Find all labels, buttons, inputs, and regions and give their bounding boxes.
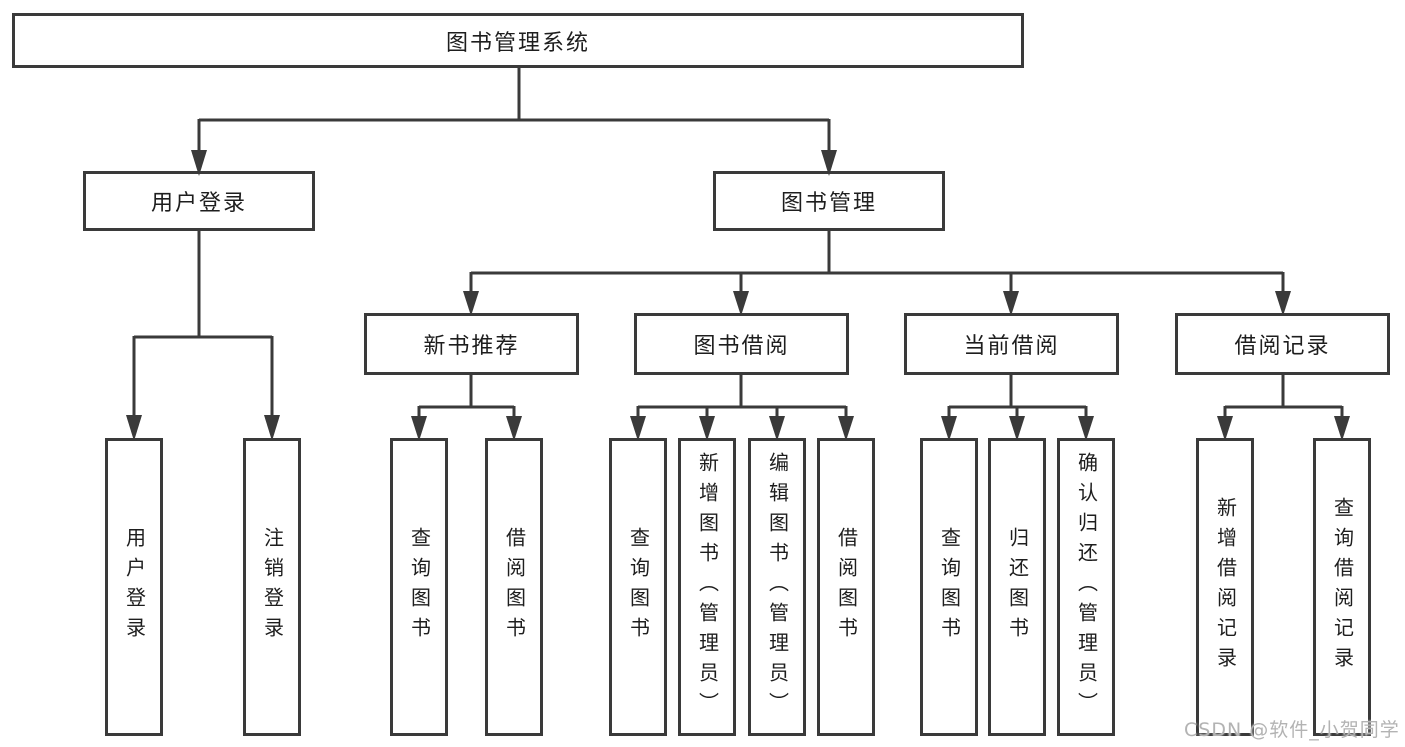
leaf-logout: 注销登录 [243,438,301,736]
leaf-recommend-borrow-books: 借阅图书 [485,438,543,736]
connector-borrow-to-leaves [630,374,854,441]
leaf-borrow-query-books-label: 查询图书 [626,527,651,647]
node-root-library-system: 图书管理系统 [12,13,1024,68]
leaf-return-books: 归还图书 [988,438,1046,736]
connector-user-login-to-leaves [126,231,280,441]
leaf-query-borrow-record-label: 查询借阅记录 [1330,497,1355,677]
connector-recommend-to-leaves [411,374,522,441]
leaf-current-query-books: 查询图书 [920,438,978,736]
node-borrow-records: 借阅记录 [1175,313,1390,375]
connector-current-to-leaves [941,374,1094,441]
node-current-borrow: 当前借阅 [904,313,1119,375]
node-current-borrow-label: 当前借阅 [963,334,1060,359]
node-book-management-label: 图书管理 [780,191,877,216]
leaf-confirm-return-admin-label: 确认归还（管理员） [1074,452,1099,722]
leaf-query-borrow-record: 查询借阅记录 [1313,438,1371,736]
node-book-borrow-label: 图书借阅 [693,334,790,359]
node-borrow-records-label: 借阅记录 [1234,334,1331,359]
node-book-borrow: 图书借阅 [634,313,849,375]
leaf-current-query-books-label: 查询图书 [937,527,962,647]
leaf-edit-books-admin: 编辑图书（管理员） [748,438,806,736]
leaf-confirm-return-admin: 确认归还（管理员） [1057,438,1115,736]
node-user-login-label: 用户登录 [150,191,247,216]
leaf-recommend-query-books: 查询图书 [390,438,448,736]
node-new-book-recommend: 新书推荐 [364,313,579,375]
leaf-borrow-query-books: 查询图书 [609,438,667,736]
leaf-recommend-query-books-label: 查询图书 [407,527,432,647]
connector-root-to-branches [191,68,837,176]
node-user-login: 用户登录 [83,171,315,231]
leaf-borrow-books-label: 借阅图书 [834,527,859,647]
leaf-user-login: 用户登录 [105,438,163,736]
node-new-book-recommend-label: 新书推荐 [423,334,520,359]
leaf-return-books-label: 归还图书 [1005,527,1030,647]
leaf-edit-books-admin-label: 编辑图书（管理员） [765,452,790,722]
node-book-management: 图书管理 [713,171,945,231]
leaf-user-login-label: 用户登录 [122,527,147,647]
csdn-watermark: CSDN @软件_小贺同学 [1184,719,1400,741]
leaf-add-borrow-record-label: 新增借阅记录 [1213,497,1238,677]
leaf-add-books-admin-label: 新增图书（管理员） [695,452,720,722]
connector-book-management-to-sections [463,231,1291,316]
connector-records-to-leaves [1217,374,1350,441]
leaf-add-borrow-record: 新增借阅记录 [1196,438,1254,736]
leaf-recommend-borrow-books-label: 借阅图书 [502,527,527,647]
leaf-add-books-admin: 新增图书（管理员） [678,438,736,736]
leaf-borrow-books: 借阅图书 [817,438,875,736]
node-root-label: 图书管理系统 [445,30,590,56]
leaf-logout-label: 注销登录 [260,527,285,647]
